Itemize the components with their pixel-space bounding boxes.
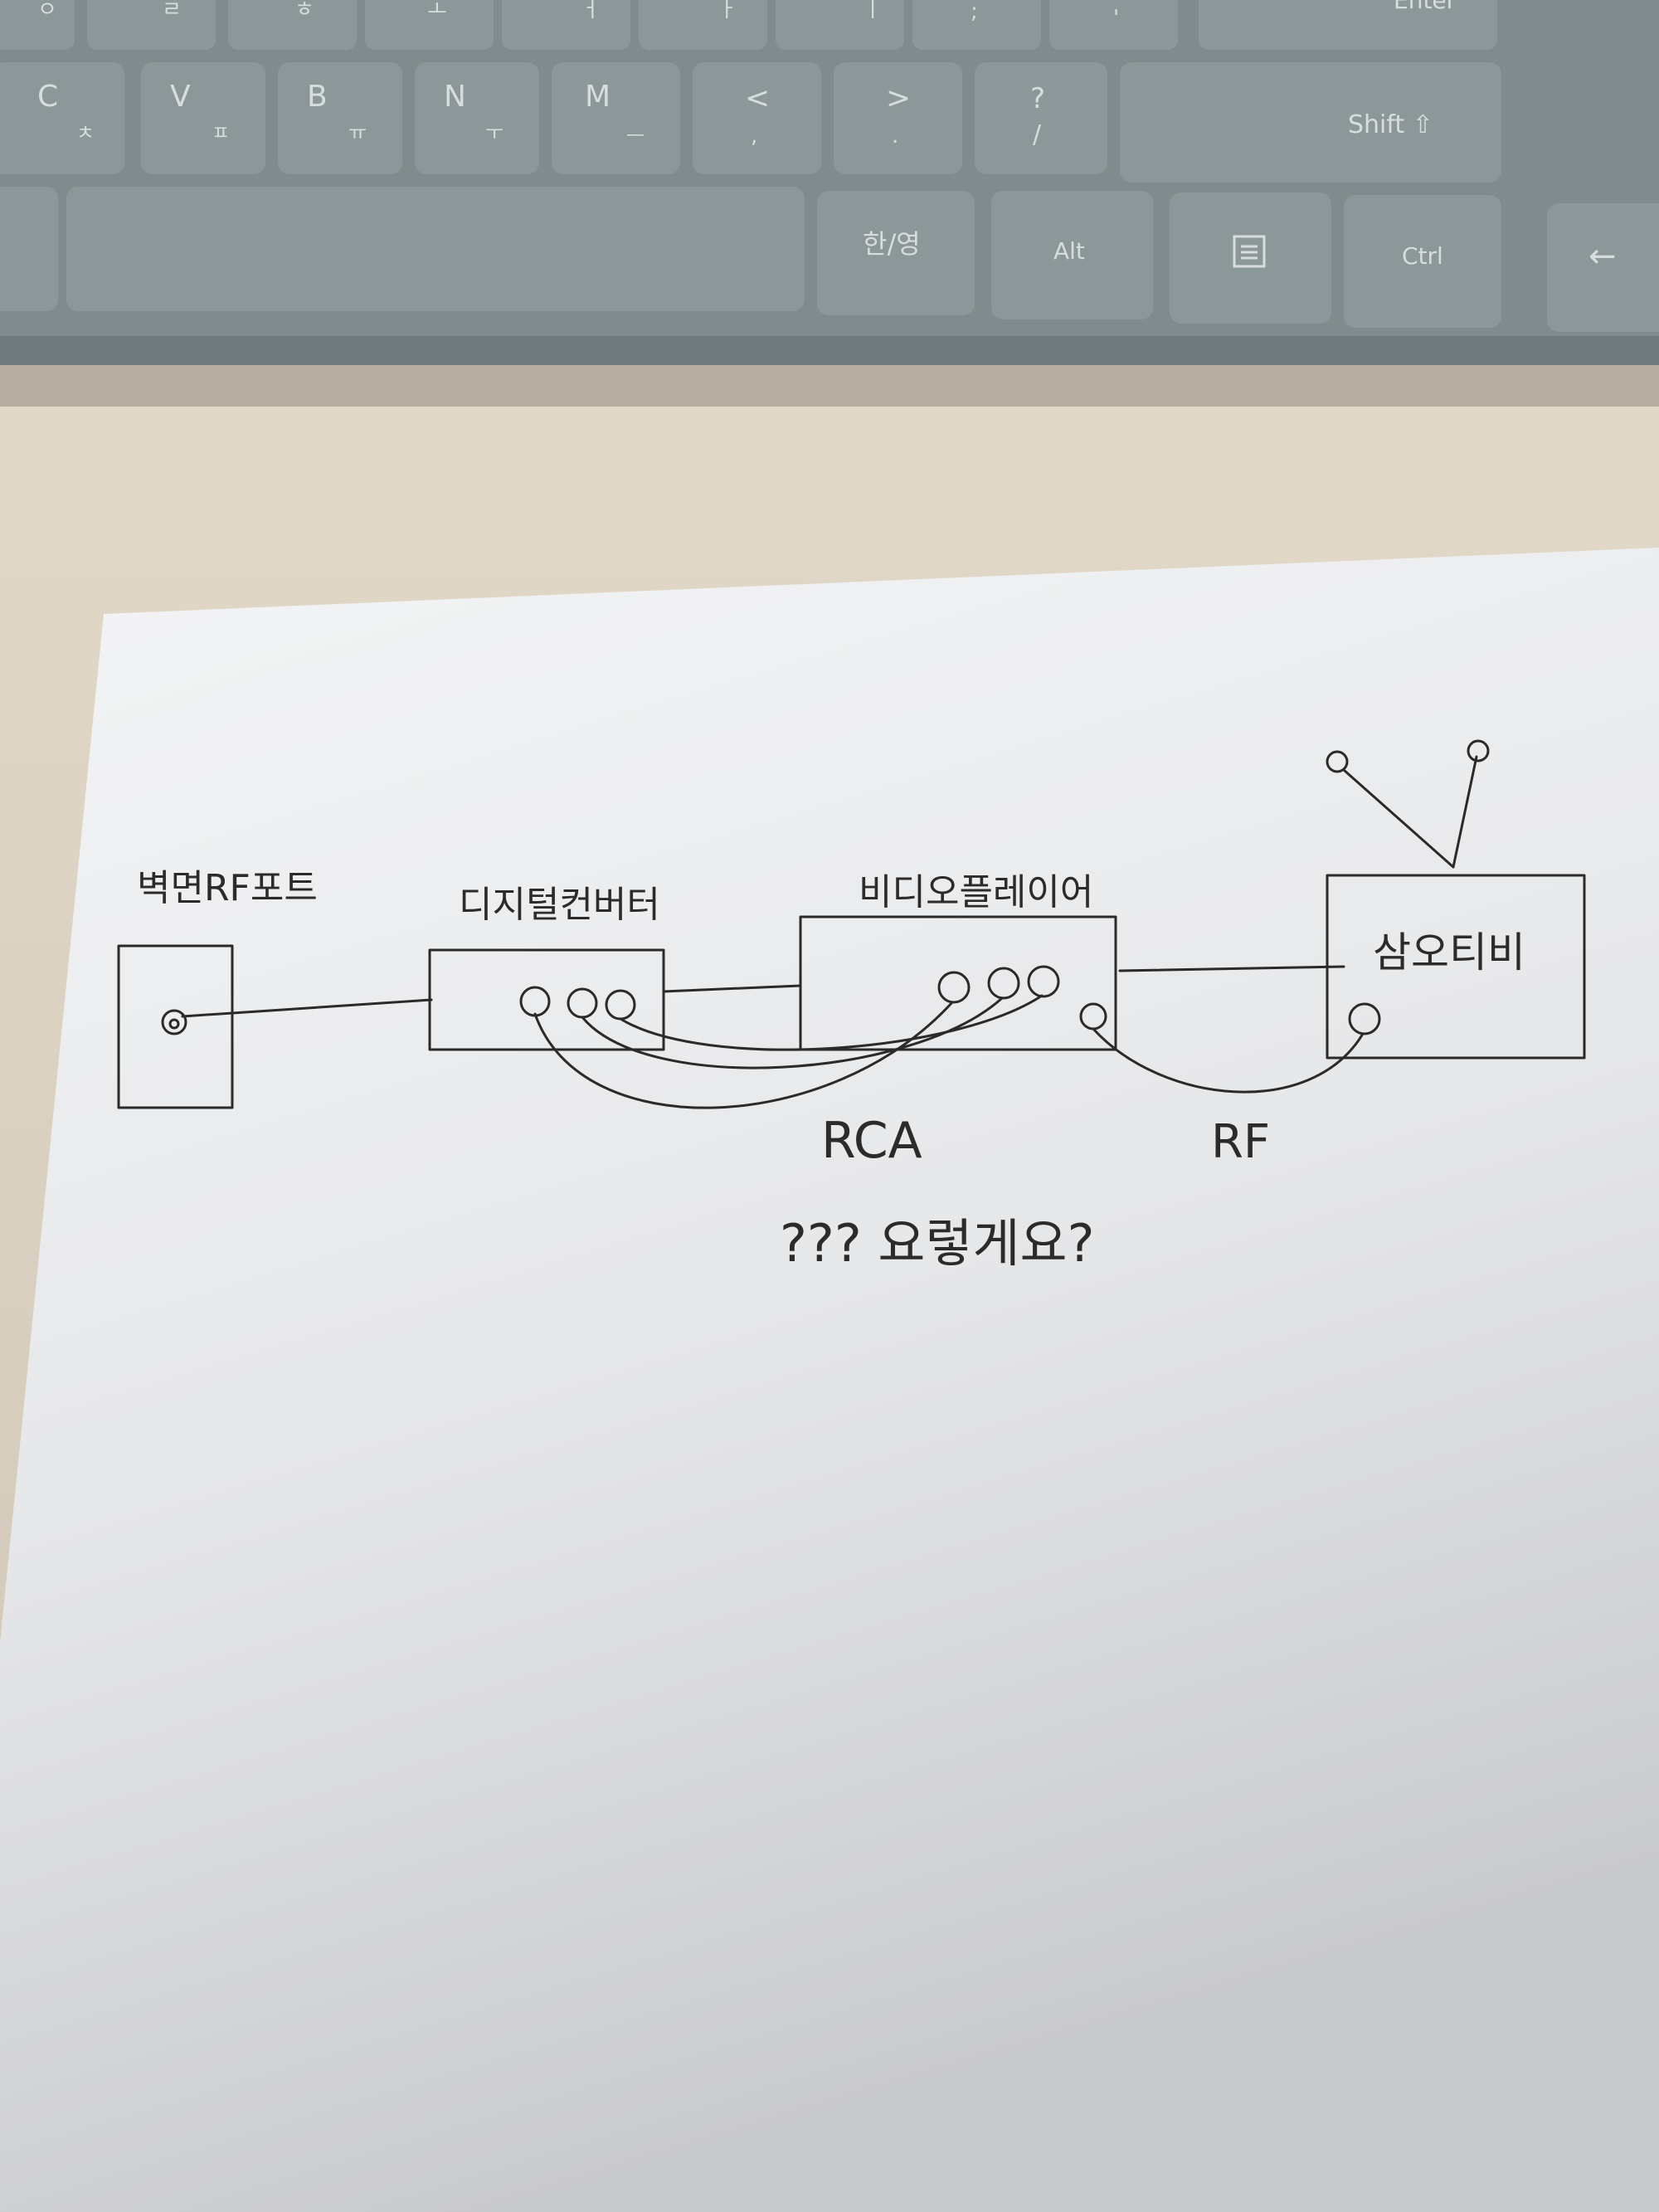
- keyboard-top-row: ㅇ ㄹ ㅎ ㅗ ㅓ ㅏ ㅣ ; ' Enter: [0, 0, 1497, 50]
- rca-cable: [619, 994, 1044, 1051]
- key-label: Enter: [1394, 0, 1457, 14]
- key-ctrl[interactable]: [1344, 195, 1501, 328]
- key-arrow-left[interactable]: [1547, 203, 1659, 332]
- key-main-label: Shift ⇧: [1348, 110, 1433, 139]
- video-player-label: 비디오플레이어: [859, 871, 1093, 914]
- key-sub-label: ㅡ: [626, 124, 645, 148]
- key-sub-label: ㅊ: [76, 121, 95, 144]
- key-v[interactable]: [141, 62, 265, 174]
- key-label: ㄹ: [162, 0, 182, 22]
- tv-box: [1326, 874, 1586, 1060]
- converter-label: 디지털컨버터: [459, 884, 660, 926]
- key-label: ㅗ: [427, 0, 447, 22]
- key-enter[interactable]: [1199, 0, 1497, 50]
- key-main-label: <: [745, 81, 770, 115]
- key-sub-label: ㅍ: [212, 121, 230, 144]
- key-semicolon[interactable]: [912, 0, 1041, 50]
- tv-antenna: [1342, 755, 1478, 869]
- wall-port-jack: [161, 1009, 187, 1035]
- rf-cable: [1092, 1027, 1365, 1094]
- keyboard-middle-row: C ㅊ V ㅍ B ㅠ N ㅜ M ㅡ < , > . ? / Shift ⇧: [0, 62, 1501, 183]
- cable-wall-to-converter: [181, 998, 433, 1018]
- key-label: ㅎ: [294, 0, 314, 22]
- key-a[interactable]: [639, 0, 767, 50]
- key-slash[interactable]: [975, 62, 1107, 174]
- key-h[interactable]: [228, 0, 357, 50]
- key-m[interactable]: [552, 62, 680, 174]
- key-o[interactable]: [0, 0, 75, 50]
- key-space[interactable]: [66, 187, 805, 311]
- key-hangul-label: 한/영: [863, 228, 921, 260]
- rf-label: RF: [1211, 1115, 1270, 1169]
- key-arrow-label: ←: [1588, 237, 1617, 275]
- key-main-label: C: [37, 80, 58, 114]
- key-shift[interactable]: [1120, 62, 1501, 183]
- wall-port-box: [117, 944, 234, 1109]
- key-left-edge[interactable]: [0, 187, 58, 311]
- question-text: ??? 요렇게요?: [780, 1213, 1095, 1274]
- keyboard-bottom-row: 한/영 Alt Ctrl ←: [0, 187, 1659, 332]
- video-player-port: [1027, 965, 1060, 998]
- key-period[interactable]: [834, 62, 962, 174]
- key-hangul[interactable]: [817, 191, 975, 315]
- tv-rf-port: [1348, 1002, 1381, 1035]
- converter-box: [428, 948, 665, 1051]
- key-sub-label: ㅜ: [485, 121, 504, 144]
- key-main-label: B: [307, 80, 328, 114]
- key-i[interactable]: [776, 0, 904, 50]
- menu-icon: [1233, 235, 1266, 268]
- key-main-label: N: [444, 80, 466, 114]
- tv-label: 삼오티비: [1373, 928, 1525, 977]
- key-oh[interactable]: [365, 0, 494, 50]
- key-label: ㅏ: [718, 0, 737, 22]
- key-main-label: >: [886, 81, 911, 115]
- key-comma[interactable]: [693, 62, 821, 174]
- rca-cable: [581, 996, 1004, 1069]
- key-label: ㅇ: [37, 0, 57, 22]
- hand-drawn-diagram: 벽면RF포트 디지털컨버터 비디오플레이어 삼오티비: [117, 739, 1586, 1274]
- key-sub-label: ,: [751, 124, 757, 149]
- rca-cable: [533, 1001, 954, 1109]
- key-sub-label: /: [1033, 120, 1042, 149]
- key-sub-label: .: [892, 124, 898, 149]
- key-label: ㅓ: [581, 0, 601, 22]
- video-player-port: [937, 971, 971, 1004]
- key-label: ㅣ: [863, 0, 883, 22]
- key-alt[interactable]: [991, 191, 1153, 319]
- key-b[interactable]: [278, 62, 402, 174]
- key-main-label: M: [585, 80, 611, 114]
- paper-sheet: [0, 548, 1659, 2212]
- key-label: ;: [971, 0, 978, 24]
- wall-port-label: 벽면RF포트: [137, 867, 318, 909]
- key-alt-label: Alt: [1053, 237, 1085, 265]
- rca-label: RCA: [821, 1112, 922, 1170]
- video-player-box: [799, 915, 1117, 1051]
- key-n[interactable]: [415, 62, 539, 174]
- key-c[interactable]: [0, 62, 124, 174]
- key-sub-label: ㅠ: [348, 121, 367, 144]
- key-label: ': [1113, 6, 1119, 31]
- key-quote[interactable]: [1049, 0, 1178, 50]
- cable-video-to-tv: [1118, 965, 1345, 972]
- cable-converter-to-video: [662, 984, 802, 993]
- video-player-port: [987, 967, 1020, 1000]
- key-eo[interactable]: [502, 0, 630, 50]
- key-main-label: V: [170, 80, 191, 114]
- key-ctrl-label: Ctrl: [1402, 242, 1443, 270]
- key-r[interactable]: [87, 0, 216, 50]
- key-main-label: ?: [1030, 82, 1045, 115]
